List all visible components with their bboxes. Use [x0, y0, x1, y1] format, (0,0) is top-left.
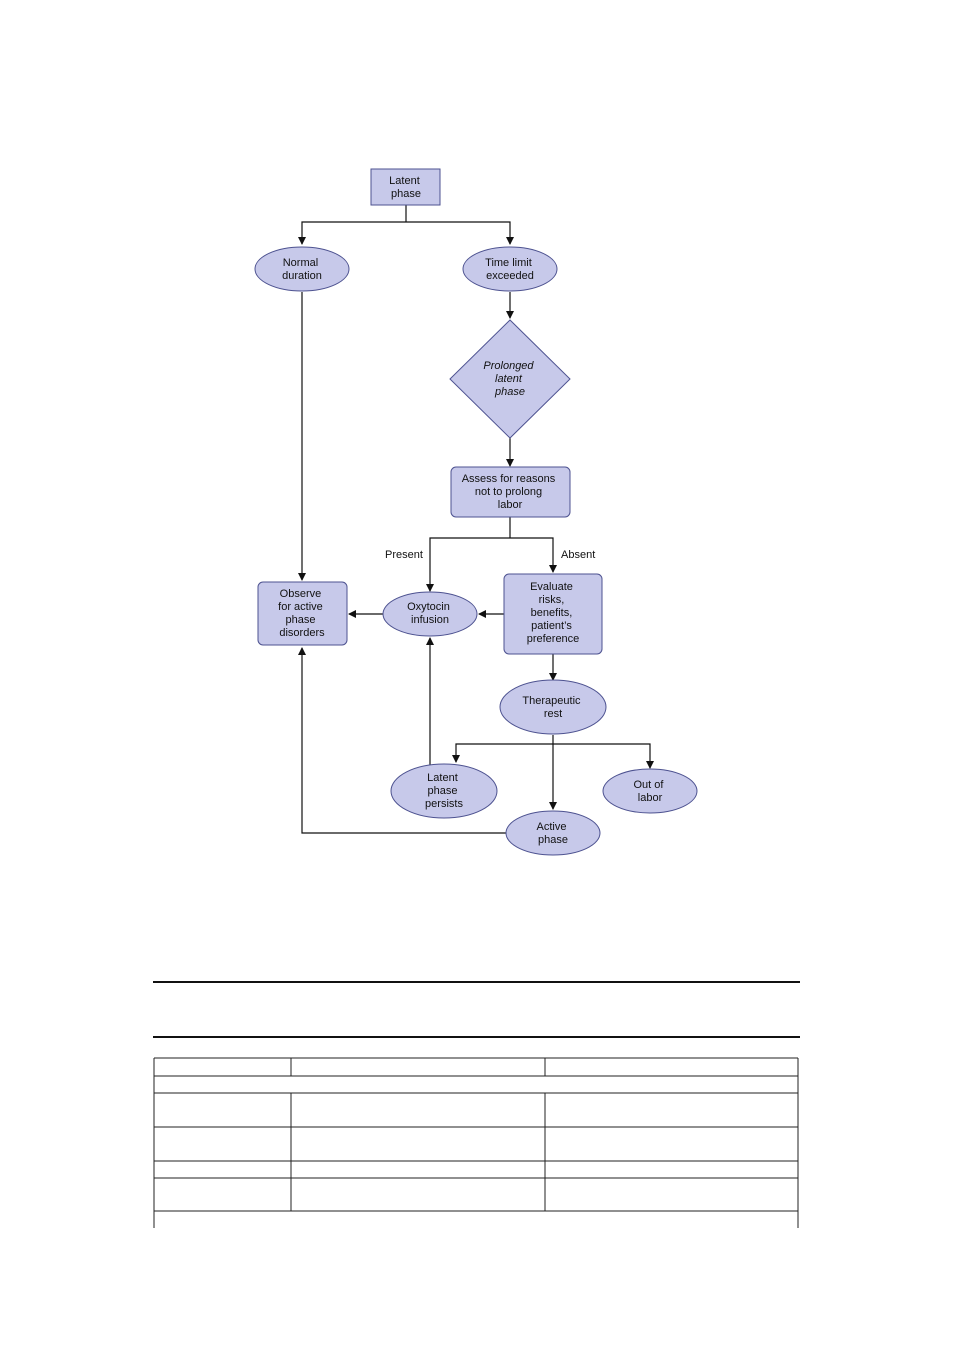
svg-text:Therapeutic rest: Therapeutic rest — [522, 695, 583, 720]
svg-text:Latent phase persi: Latent phase persists — [425, 772, 463, 810]
connector-present — [426, 537, 510, 592]
svg-text:Normal duration: Normal duration — [282, 257, 322, 282]
node-observe-active-phase: Observe for active phase disorders — [257, 581, 348, 646]
connector-to-out-of-labor — [553, 743, 654, 769]
svg-text:Out of labor: Out of labor — [633, 779, 666, 804]
svg-text:Assess for reasons not t: Assess for reasons not to prolong labor — [462, 473, 559, 511]
connector-to-normal-duration — [298, 221, 406, 245]
edge-label-absent: Absent — [561, 549, 595, 561]
node-text: Latent phase — [389, 175, 423, 200]
node-therapeutic-rest: Therapeutic rest — [499, 679, 607, 735]
bottom-rule — [153, 1036, 800, 1038]
flowchart: Present Absent Latent phase Normal durat… — [254, 168, 698, 856]
connector-active-to-observe — [298, 647, 506, 834]
svg-text:Observe for active: Observe for active phase disorders — [278, 588, 326, 639]
connectors — [298, 205, 654, 834]
connector-to-time-limit — [406, 221, 514, 245]
top-rule — [153, 981, 800, 983]
node-oxytocin-infusion: Oxytocin infusion — [382, 591, 478, 637]
node-out-of-labor: Out of labor — [602, 768, 698, 814]
svg-text:Oxytocin infusion: Oxytocin infusion — [407, 601, 453, 626]
edge-label-present: Present — [385, 549, 423, 561]
svg-text:Active phase: Active phase — [536, 821, 569, 846]
node-latent-phase: Latent phase — [370, 168, 441, 206]
node-time-limit-exceeded: Time limit exceeded — [462, 246, 558, 292]
node-latent-phase-persists: Latent phase persists — [390, 763, 498, 819]
node-normal-duration: Normal duration — [254, 246, 350, 292]
svg-text:Time limit exceeded: Time limit exceeded — [485, 257, 535, 282]
connector-absent — [510, 537, 557, 573]
node-prolonged-latent-phase: Prolonged latent phase — [449, 319, 571, 439]
connector-to-latent-persists — [452, 743, 553, 763]
node-evaluate-risks: Evaluate risks, benefits, patient’s pref… — [503, 573, 603, 655]
svg-text:Prolonged latent p: Prolonged latent phase — [483, 360, 536, 398]
node-active-phase: Active phase — [505, 810, 601, 856]
svg-text:Evaluate risks, be: Evaluate risks, benefits, patient’s pref… — [527, 581, 580, 645]
node-assess-reasons: Assess for reasons not to prolong labor — [450, 466, 571, 518]
